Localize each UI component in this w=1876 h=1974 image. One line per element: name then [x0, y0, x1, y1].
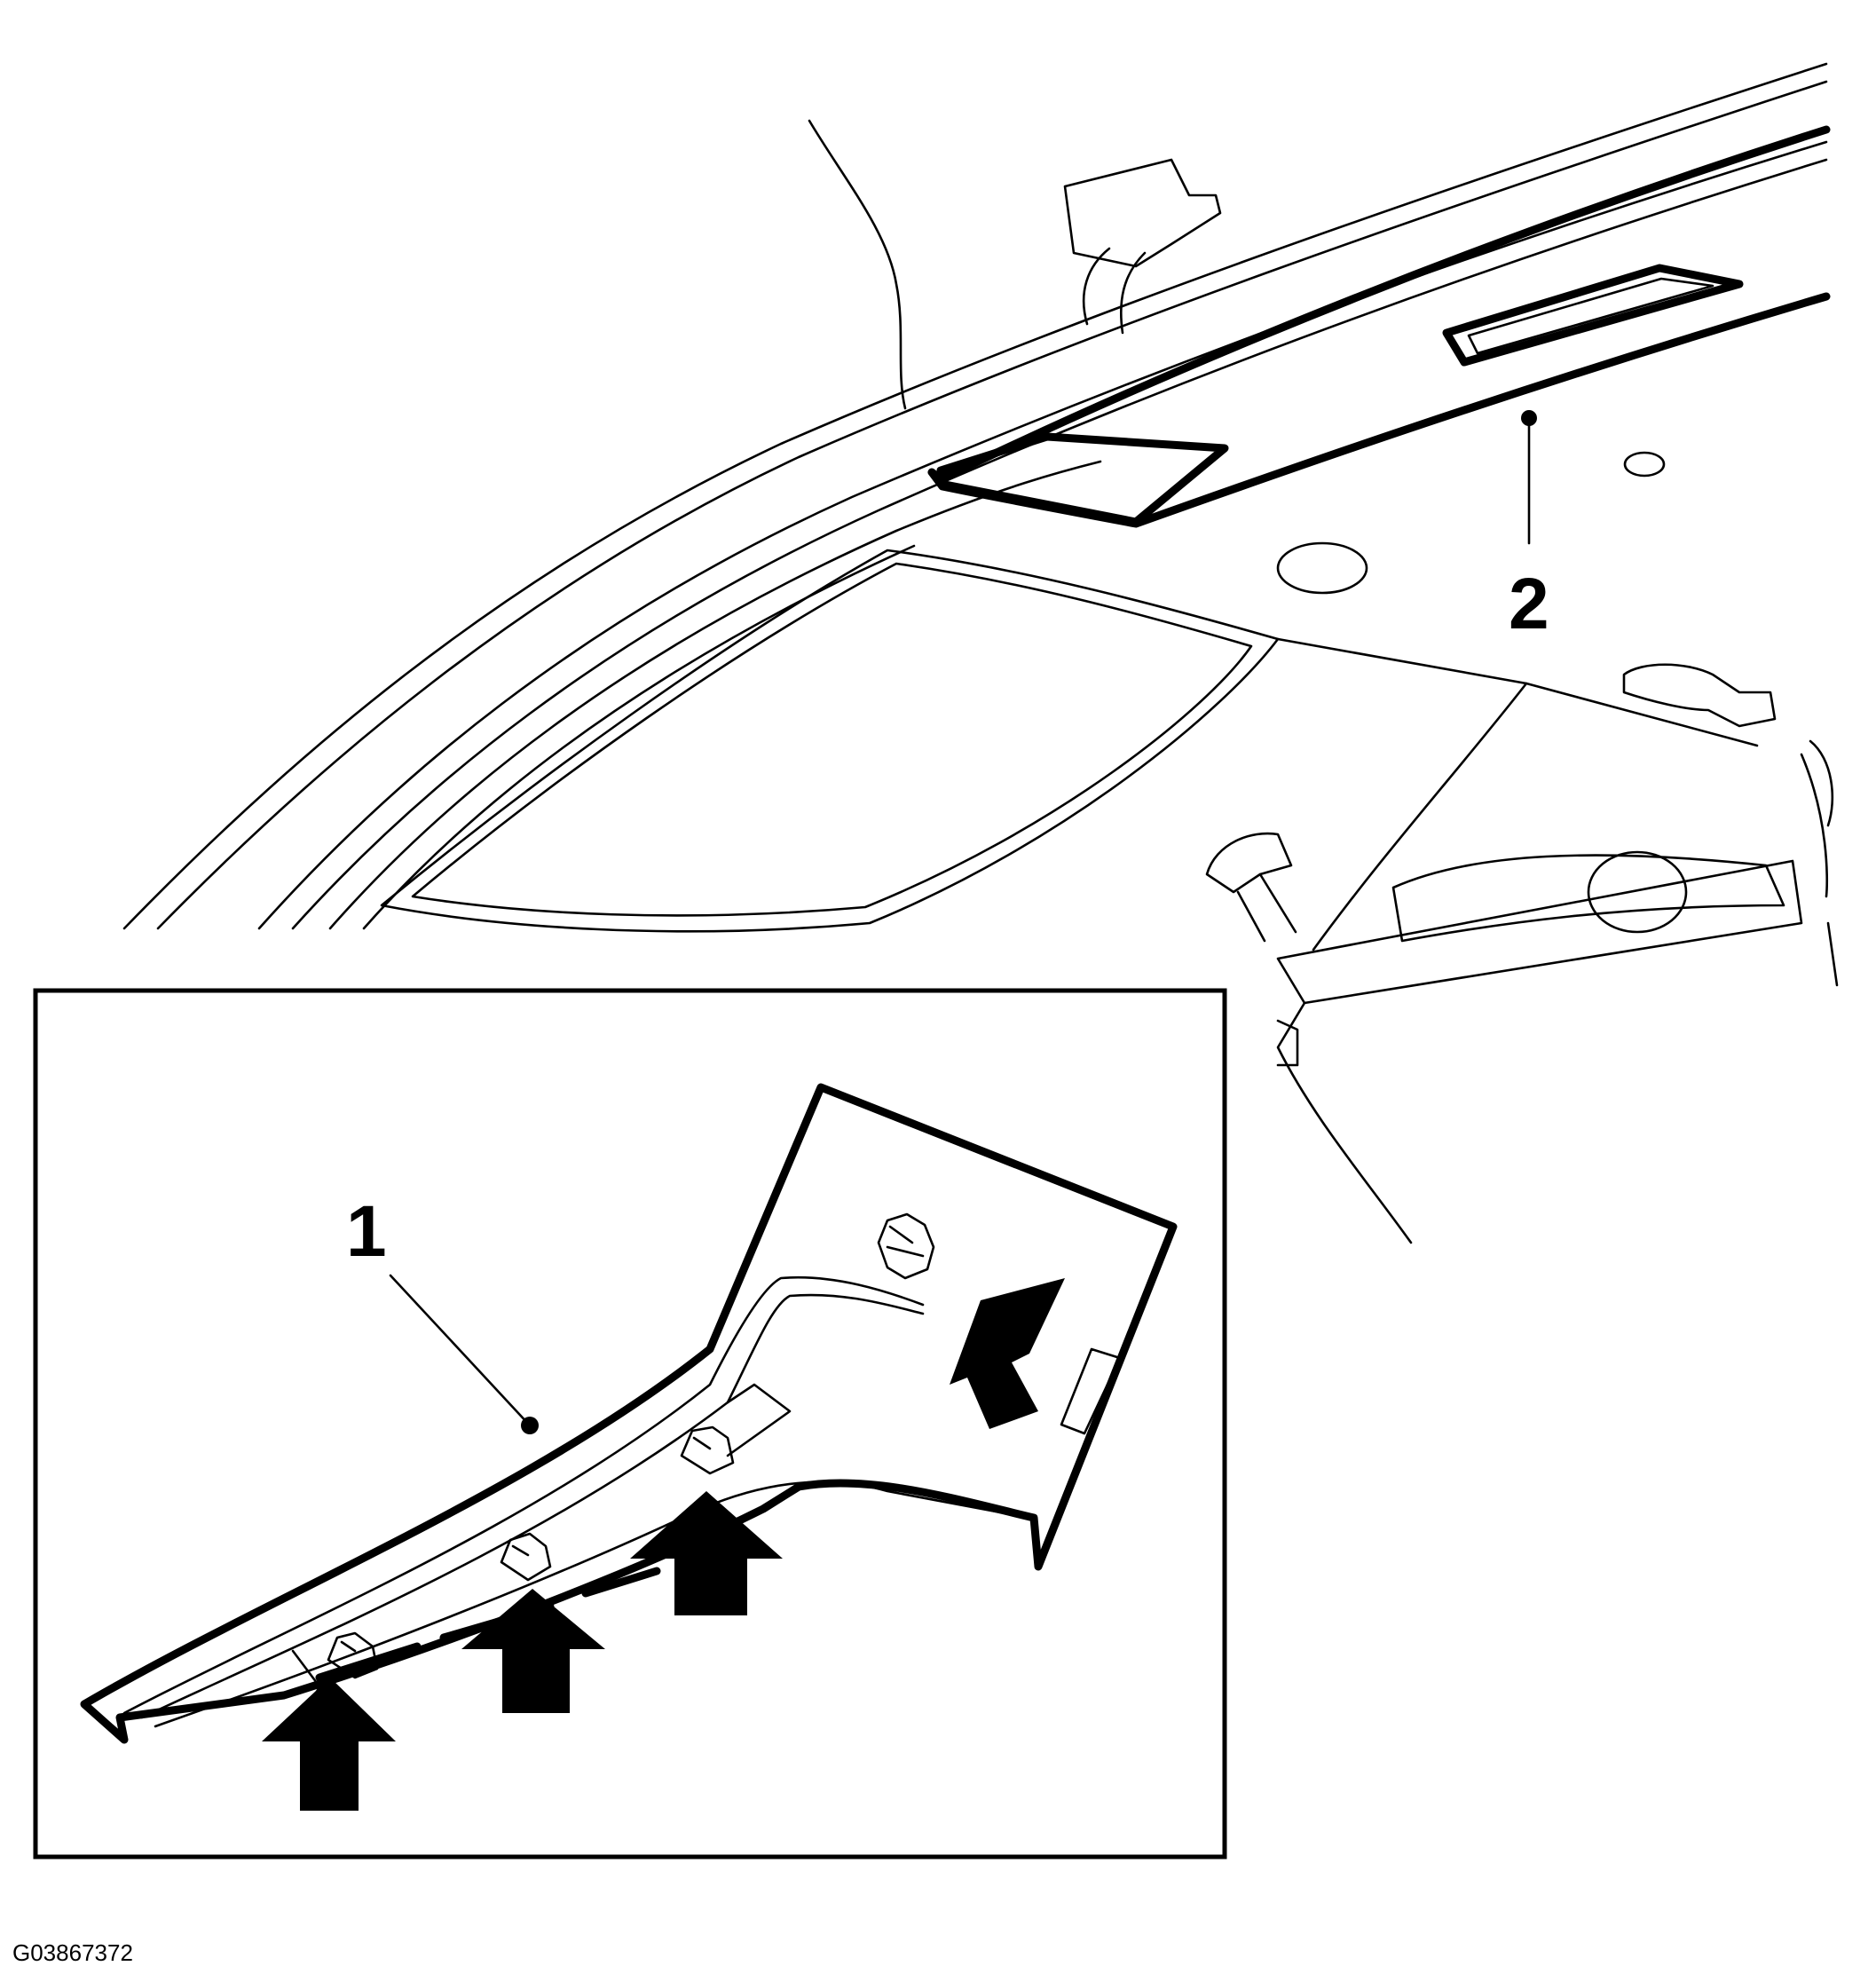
roof-oval-small — [1623, 451, 1666, 478]
inset-frame — [33, 988, 1227, 1860]
windshield-inner — [411, 562, 1253, 917]
console-oval — [1587, 850, 1688, 934]
main-view-roof — [122, 62, 1839, 1244]
inset-detail — [33, 988, 1227, 1860]
clip-1 — [327, 1631, 379, 1679]
roof-rail-line-4 — [291, 158, 1828, 930]
push-arrow-2 — [461, 1589, 605, 1713]
roof-rail-line-6 — [362, 544, 916, 930]
push-arrow-1 — [262, 1678, 396, 1811]
headliner-front-flap — [936, 432, 1229, 526]
clip-2 — [500, 1532, 552, 1582]
headliner-front-lower — [1276, 1001, 1413, 1244]
seat-belt-anchor — [1809, 739, 1834, 827]
dome-lamp-bracket — [1276, 1019, 1299, 1067]
push-arrow-3 — [630, 1491, 783, 1615]
overhead-console — [1391, 854, 1785, 943]
callout-2: 2 — [1509, 410, 1549, 644]
headliner-rear-edge — [1276, 859, 1803, 1005]
visor-opening — [1442, 264, 1744, 367]
grab-handle-upper — [1063, 158, 1222, 268]
roof-rail-line-5 — [328, 460, 1102, 930]
callout-1-label: 1 — [346, 1191, 387, 1272]
grab-handle-right — [1622, 663, 1777, 728]
roof-rail-line-3 — [257, 140, 1828, 930]
headliner-seam-2 — [1312, 682, 1528, 951]
callout-2-label: 2 — [1509, 564, 1549, 644]
trim-panel-edge-rib — [726, 1383, 792, 1457]
trim-panel-inner-1 — [122, 1275, 925, 1715]
grab-handle-lower-left — [1205, 832, 1293, 894]
push-arrow-4 — [950, 1278, 1065, 1429]
headliner-edge-lower — [927, 292, 1831, 528]
callout-1: 1 — [346, 1191, 539, 1434]
trim-panel-lower-lip — [154, 1480, 1031, 1728]
figure-id: G03867372 — [12, 1939, 133, 1966]
trim-side-tab — [1060, 1347, 1122, 1435]
grab-handle-lower-left-stem — [1236, 873, 1297, 943]
headliner-seam-1 — [1276, 637, 1759, 747]
visor-opening-inner — [1467, 277, 1714, 355]
pillar-right-edge — [1800, 753, 1839, 987]
clip-4 — [877, 1212, 935, 1280]
a-pillar-trim-top — [808, 119, 907, 410]
headliner-edge-upper — [936, 125, 1831, 484]
roof-rail-line-1 — [122, 62, 1828, 930]
clip-3 — [680, 1425, 735, 1475]
roof-rail-line-2 — [156, 80, 1828, 930]
trim-lower-strip — [315, 1567, 661, 1682]
grab-handle-upper-stem — [1082, 247, 1147, 335]
roof-oval-large — [1276, 541, 1368, 595]
windshield-outline — [380, 549, 1280, 933]
